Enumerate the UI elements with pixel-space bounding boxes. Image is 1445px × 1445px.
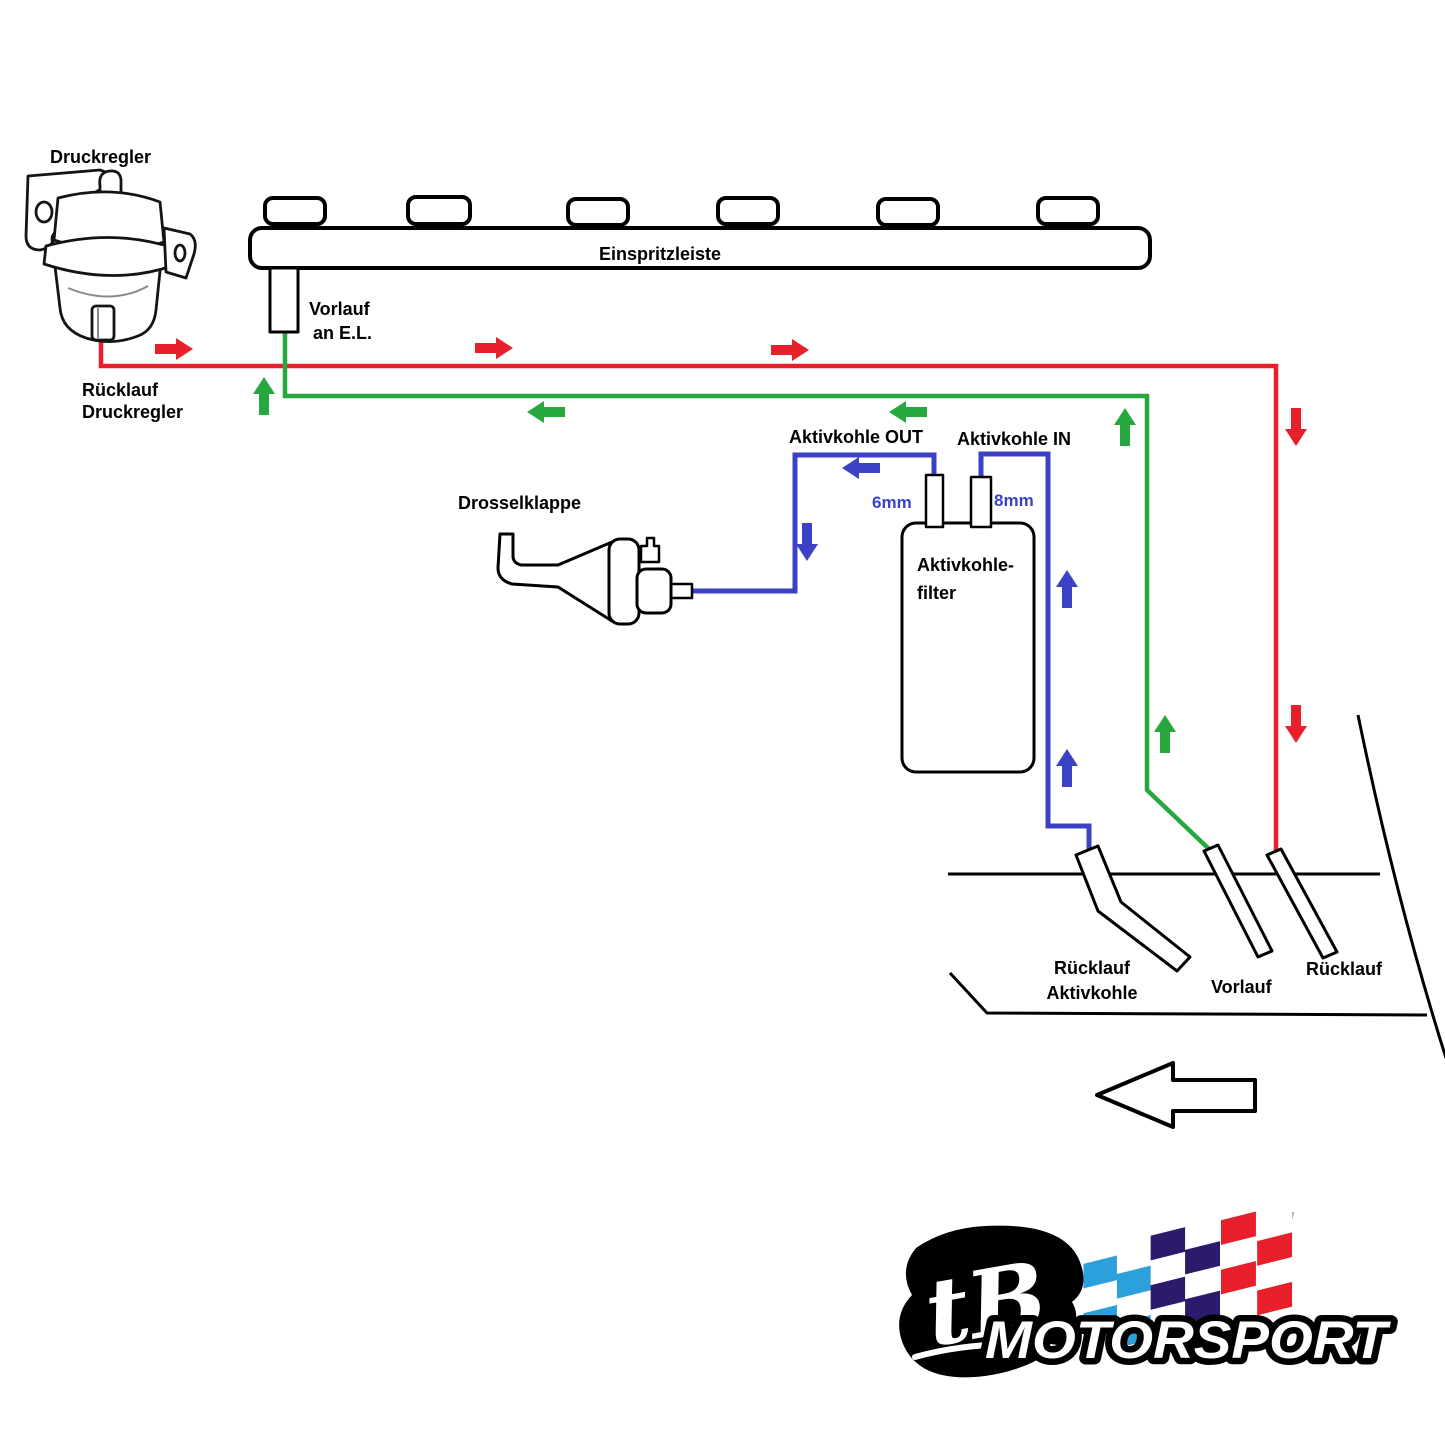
injector-stub — [406, 195, 472, 226]
injection-rail — [248, 195, 1152, 334]
regulator-clamp-ring — [42, 236, 176, 277]
red-arrow-right — [475, 337, 513, 359]
blue-arrow-left — [842, 457, 880, 479]
label-vorlauf-an-el: Vorlauf an E.L. — [309, 299, 373, 343]
rail-body — [248, 226, 1152, 270]
red-fuel-line — [98, 336, 1279, 851]
label-8mm: 8mm — [994, 491, 1034, 510]
aktivkohlefilter-part — [900, 473, 1036, 774]
tb-motorsport-logo: tB — [899, 1207, 1398, 1378]
filter-nozzle-6mm — [924, 473, 945, 529]
body-panel-outlines — [948, 714, 1445, 1129]
label-6mm: 6mm — [872, 493, 912, 512]
direction-arrow-outline — [1095, 1061, 1257, 1129]
label-aktivkohle-out: Aktivkohle OUT — [789, 427, 924, 447]
hose-lines — [98, 331, 1279, 852]
label-drosselklappe: Drosselklappe — [458, 493, 582, 513]
red-arrow-right — [771, 339, 809, 361]
injector-stub — [716, 196, 780, 226]
grommet-pipe-ruecklauf — [1265, 847, 1339, 960]
drosselklappe-illustration — [496, 532, 694, 626]
monogram-swash — [912, 1341, 1061, 1360]
blue-arrow-up — [1056, 749, 1078, 787]
red-arrow-right — [155, 338, 193, 360]
cup-inner-arc — [67, 285, 149, 298]
blue-vapor-line-in — [978, 451, 1092, 852]
green-arrow-left — [527, 401, 565, 423]
label-aktivkohle-in: Aktivkohle IN — [957, 429, 1072, 449]
label-ruecklauf-tank: Rücklauf — [1306, 959, 1383, 979]
bracket-hole — [34, 200, 54, 224]
green-arrow-up — [1114, 408, 1136, 446]
throttle-funnel — [496, 532, 614, 623]
monogram-blob — [899, 1225, 1084, 1378]
injector-stub — [876, 197, 940, 227]
brand-text: MOTORSPORT — [985, 1311, 1392, 1370]
blue-arrow-up — [1056, 570, 1078, 608]
throttle-mouth-disc — [607, 537, 641, 626]
label-vorlauf-tank: Vorlauf — [1211, 977, 1272, 997]
flow-arrows — [155, 337, 1307, 787]
checkered-flag — [1083, 1207, 1293, 1363]
panel-curve-right — [1356, 714, 1445, 1059]
injector-stub — [1036, 196, 1100, 226]
throttle-nub — [639, 536, 661, 564]
druckregler-illustration — [24, 168, 197, 343]
regulator-outlet-stub — [90, 304, 116, 342]
label-ruecklauf-aktivkohle: Rücklauf Aktivkohle — [1046, 958, 1138, 1003]
green-arrow-up — [253, 377, 275, 415]
injector-stub — [566, 197, 630, 227]
label-aktivkohlefilter: Aktivkohle- filter — [917, 555, 1015, 603]
blue-arrow-down — [796, 523, 818, 561]
red-arrow-down — [1285, 408, 1307, 446]
throttle-actuator — [635, 567, 673, 615]
label-einspritzleiste: Einspritzleiste — [598, 244, 722, 264]
filter-box — [900, 521, 1036, 774]
panel-bottom-outline — [948, 971, 1428, 1017]
blue-vapor-line-out — [690, 452, 937, 594]
label-druckregler: Druckregler — [50, 147, 152, 167]
grommet-pipe-aktivkohle — [1074, 844, 1192, 973]
filter-nozzle-8mm — [969, 475, 993, 529]
flange-hole — [173, 243, 187, 263]
green-return-line — [282, 331, 1211, 851]
grommet-pipe-vorlauf — [1202, 843, 1274, 959]
red-arrow-down — [1285, 705, 1307, 743]
label-ruecklauf-druckregler: Rücklauf Druckregler — [82, 380, 184, 422]
injector-stub — [263, 196, 327, 226]
green-arrow-left — [889, 401, 927, 423]
green-arrow-up — [1154, 715, 1176, 753]
rail-feed-connector — [268, 266, 300, 334]
